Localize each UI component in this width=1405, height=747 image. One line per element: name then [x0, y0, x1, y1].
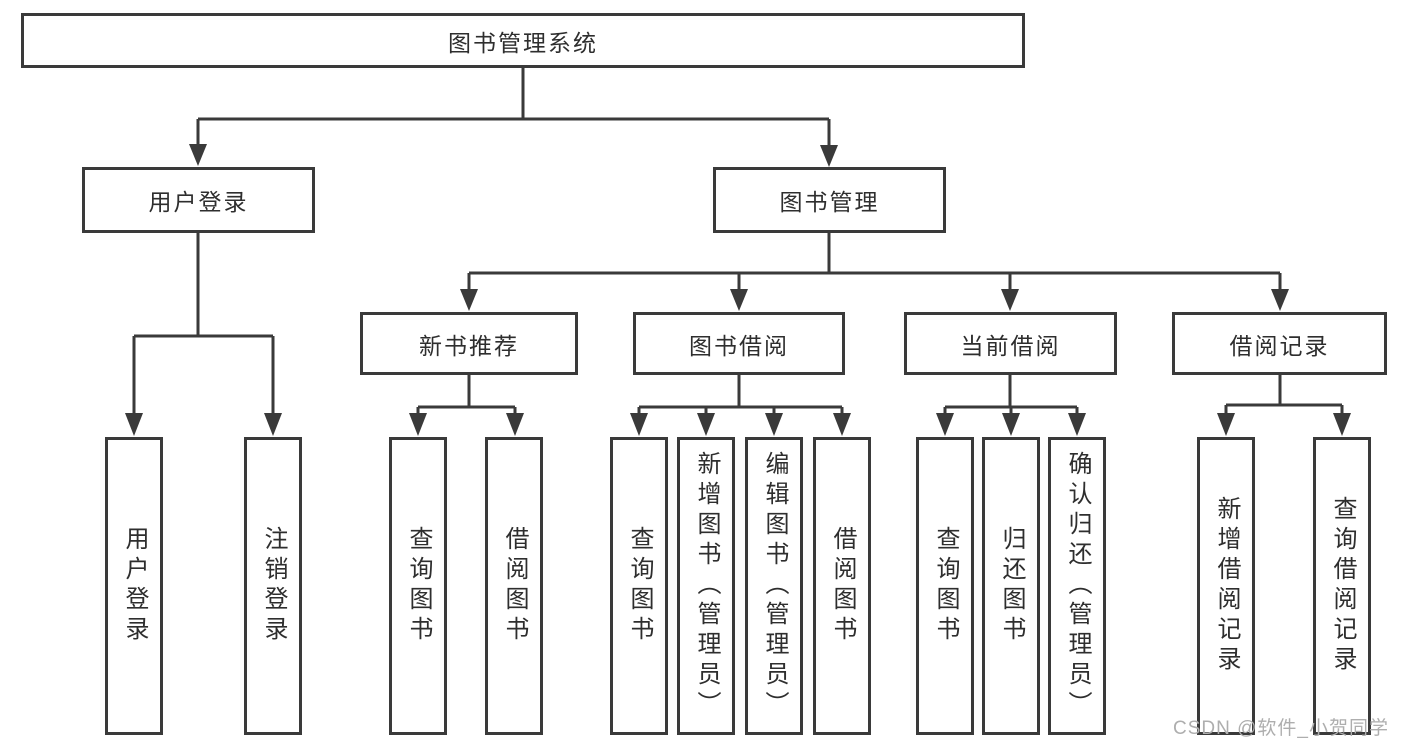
node-label: 查询图书	[932, 526, 959, 646]
node-borrowing-records: 借阅记录	[1172, 312, 1387, 375]
node-label: 借阅图书	[501, 526, 528, 646]
node-label: 借阅图书	[829, 526, 856, 646]
node-label: 编辑图书（管理员）	[761, 451, 788, 721]
arrowheads	[125, 144, 1351, 436]
node-label: 用户登录	[121, 526, 148, 646]
node-label: 图书管理	[779, 189, 880, 215]
leaf-user-login: 用户登录	[105, 437, 163, 735]
node-label: 查询图书	[405, 526, 432, 646]
leaf-return-books: 归还图书	[982, 437, 1040, 735]
node-user-login-branch: 用户登录	[82, 167, 315, 233]
node-label: 查询借阅记录	[1329, 496, 1356, 676]
node-label: 借阅记录	[1229, 332, 1330, 359]
node-label: 确认归还（管理员）	[1064, 451, 1091, 721]
leaf-edit-books-admin: 编辑图书（管理员）	[745, 437, 803, 735]
csdn-watermark: CSDN @软件_小贺同学	[1173, 718, 1389, 739]
node-label: 归还图书	[998, 526, 1025, 646]
node-label: 用户登录	[148, 189, 249, 215]
leaf-query-books-borrow: 查询图书	[610, 437, 668, 735]
leaf-query-books-recommend: 查询图书	[389, 437, 447, 735]
leaf-query-borrow-record: 查询借阅记录	[1313, 437, 1371, 735]
leaf-add-books-admin: 新增图书（管理员）	[677, 437, 735, 735]
node-label: 新书推荐	[419, 332, 519, 359]
node-library-management-system: 图书管理系统	[21, 13, 1025, 68]
node-book-management-branch: 图书管理	[713, 167, 946, 233]
leaf-logout-login: 注销登录	[244, 437, 302, 735]
leaf-borrow-books-recommend: 借阅图书	[485, 437, 543, 735]
leaf-confirm-return-admin: 确认归还（管理员）	[1048, 437, 1106, 735]
leaf-query-books-current: 查询图书	[916, 437, 974, 735]
node-label: 新增图书（管理员）	[693, 451, 720, 721]
node-label: 注销登录	[260, 526, 287, 646]
leaf-add-borrow-record: 新增借阅记录	[1197, 437, 1255, 735]
node-label: 当前借阅	[960, 332, 1061, 359]
node-new-book-recommendation: 新书推荐	[360, 312, 578, 375]
node-book-borrowing: 图书借阅	[633, 312, 845, 375]
node-label: 新增借阅记录	[1213, 496, 1240, 676]
node-label: 图书借阅	[689, 332, 789, 359]
node-label: 查询图书	[626, 526, 653, 646]
leaf-borrow-books-borrow: 借阅图书	[813, 437, 871, 735]
node-current-borrowing: 当前借阅	[904, 312, 1117, 375]
node-label: 图书管理系统	[448, 29, 598, 56]
